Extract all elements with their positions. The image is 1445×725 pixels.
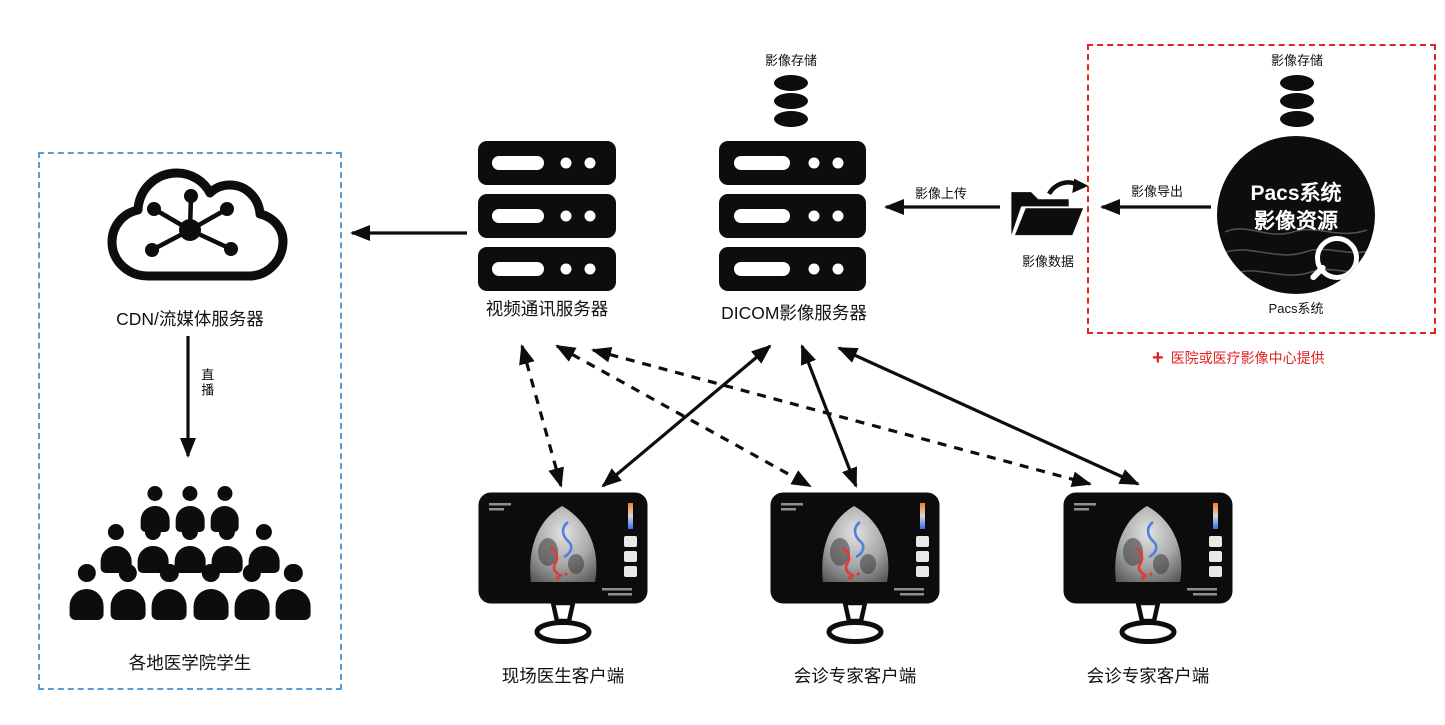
export-arrow-label: 影像导出 — [1130, 184, 1183, 199]
video-server-label: 视频通讯服务器 — [485, 299, 609, 319]
arrow-video-client2 — [555, 344, 812, 488]
person-icon — [151, 564, 188, 620]
provider-note-text: 医院或医疗影像中心提供 — [1170, 350, 1325, 366]
pacs-system-node: Pacs系统 影像资源 — [1217, 136, 1375, 294]
person-icon — [233, 564, 270, 620]
pacs-group-box — [1087, 44, 1436, 334]
arrow-video-client3 — [591, 346, 1092, 488]
pacs-caption: Pacs系统 — [1268, 301, 1324, 316]
client-monitor-icon — [1063, 492, 1233, 644]
pacs-storage-label: 影像存储 — [1270, 53, 1323, 68]
pacs-circle-line2: 影像资源 — [1254, 210, 1338, 234]
client-monitor-icon — [770, 492, 940, 644]
dicom-server-icon — [719, 141, 866, 291]
magnifier-icon — [1309, 236, 1359, 282]
arrow-dicom-client3 — [837, 346, 1140, 486]
dicom-storage-label: 影像存储 — [764, 53, 817, 68]
upload-arrow-label: 影像上传 — [914, 186, 967, 201]
pacs-circle-text: Pacs系统 影像资源 — [1217, 180, 1375, 237]
arrow-video-client1 — [519, 344, 564, 488]
arrow-dicom-client2 — [800, 344, 858, 488]
client-monitor-icon — [478, 492, 648, 644]
students-label: 各地医学院学生 — [128, 653, 252, 673]
folder-label: 影像数据 — [1021, 254, 1074, 269]
client2-label: 会诊专家客户端 — [793, 666, 917, 686]
pacs-database-icon — [1280, 75, 1314, 127]
person-icon — [109, 564, 146, 620]
dicom-database-icon — [774, 75, 808, 127]
provider-note: + 医院或医疗影像中心提供 — [1152, 348, 1325, 368]
client3-label: 会诊专家客户端 — [1086, 666, 1210, 686]
folder-icon — [1011, 178, 1089, 236]
cdn-group-box — [38, 152, 342, 690]
cdn-cloud-icon — [107, 168, 288, 281]
arrow-dicom-client1 — [601, 344, 772, 488]
dicom-server-label: DICOM影像服务器 — [721, 303, 867, 323]
person-icon — [68, 564, 105, 620]
plus-icon: + — [1152, 347, 1164, 369]
person-icon — [275, 564, 312, 620]
video-server-icon — [478, 141, 616, 291]
pacs-circle-line1: Pacs系统 — [1250, 182, 1342, 205]
students-crowd-icon — [50, 486, 330, 620]
person-icon — [192, 564, 229, 620]
client1-label: 现场医生客户端 — [501, 666, 625, 686]
cdn-label: CDN/流媒体服务器 — [116, 309, 264, 329]
live-arrow-label: 直播 — [199, 368, 215, 398]
